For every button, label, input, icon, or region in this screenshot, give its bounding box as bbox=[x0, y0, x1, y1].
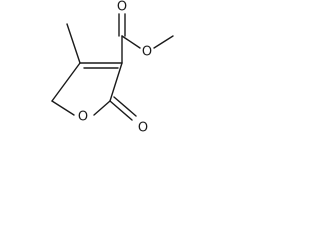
bond-c4-methyl bbox=[66, 23, 81, 64]
ester-methoxy-oxygen-label: O bbox=[142, 45, 152, 60]
bond-methoxy-o-methyl bbox=[153, 35, 174, 49]
lactone-carbonyl-oxygen-label: O bbox=[138, 121, 148, 136]
ring-oxygen-label: O bbox=[78, 110, 88, 125]
bond-c2-o1 bbox=[93, 100, 111, 116]
bond-c3-c2 bbox=[109, 62, 123, 102]
bond-ester-c-methoxy-o bbox=[121, 35, 141, 49]
bond-o1-c5 bbox=[51, 100, 75, 116]
ester-carbonyl-oxygen-label: O bbox=[117, 0, 127, 15]
chemical-structure: O O O O bbox=[51, 0, 174, 136]
bond-c2-carbonyl-o bbox=[109, 100, 133, 121]
bond-c2-carbonyl-o-second bbox=[113, 96, 137, 117]
bond-c5-c4 bbox=[51, 62, 81, 102]
